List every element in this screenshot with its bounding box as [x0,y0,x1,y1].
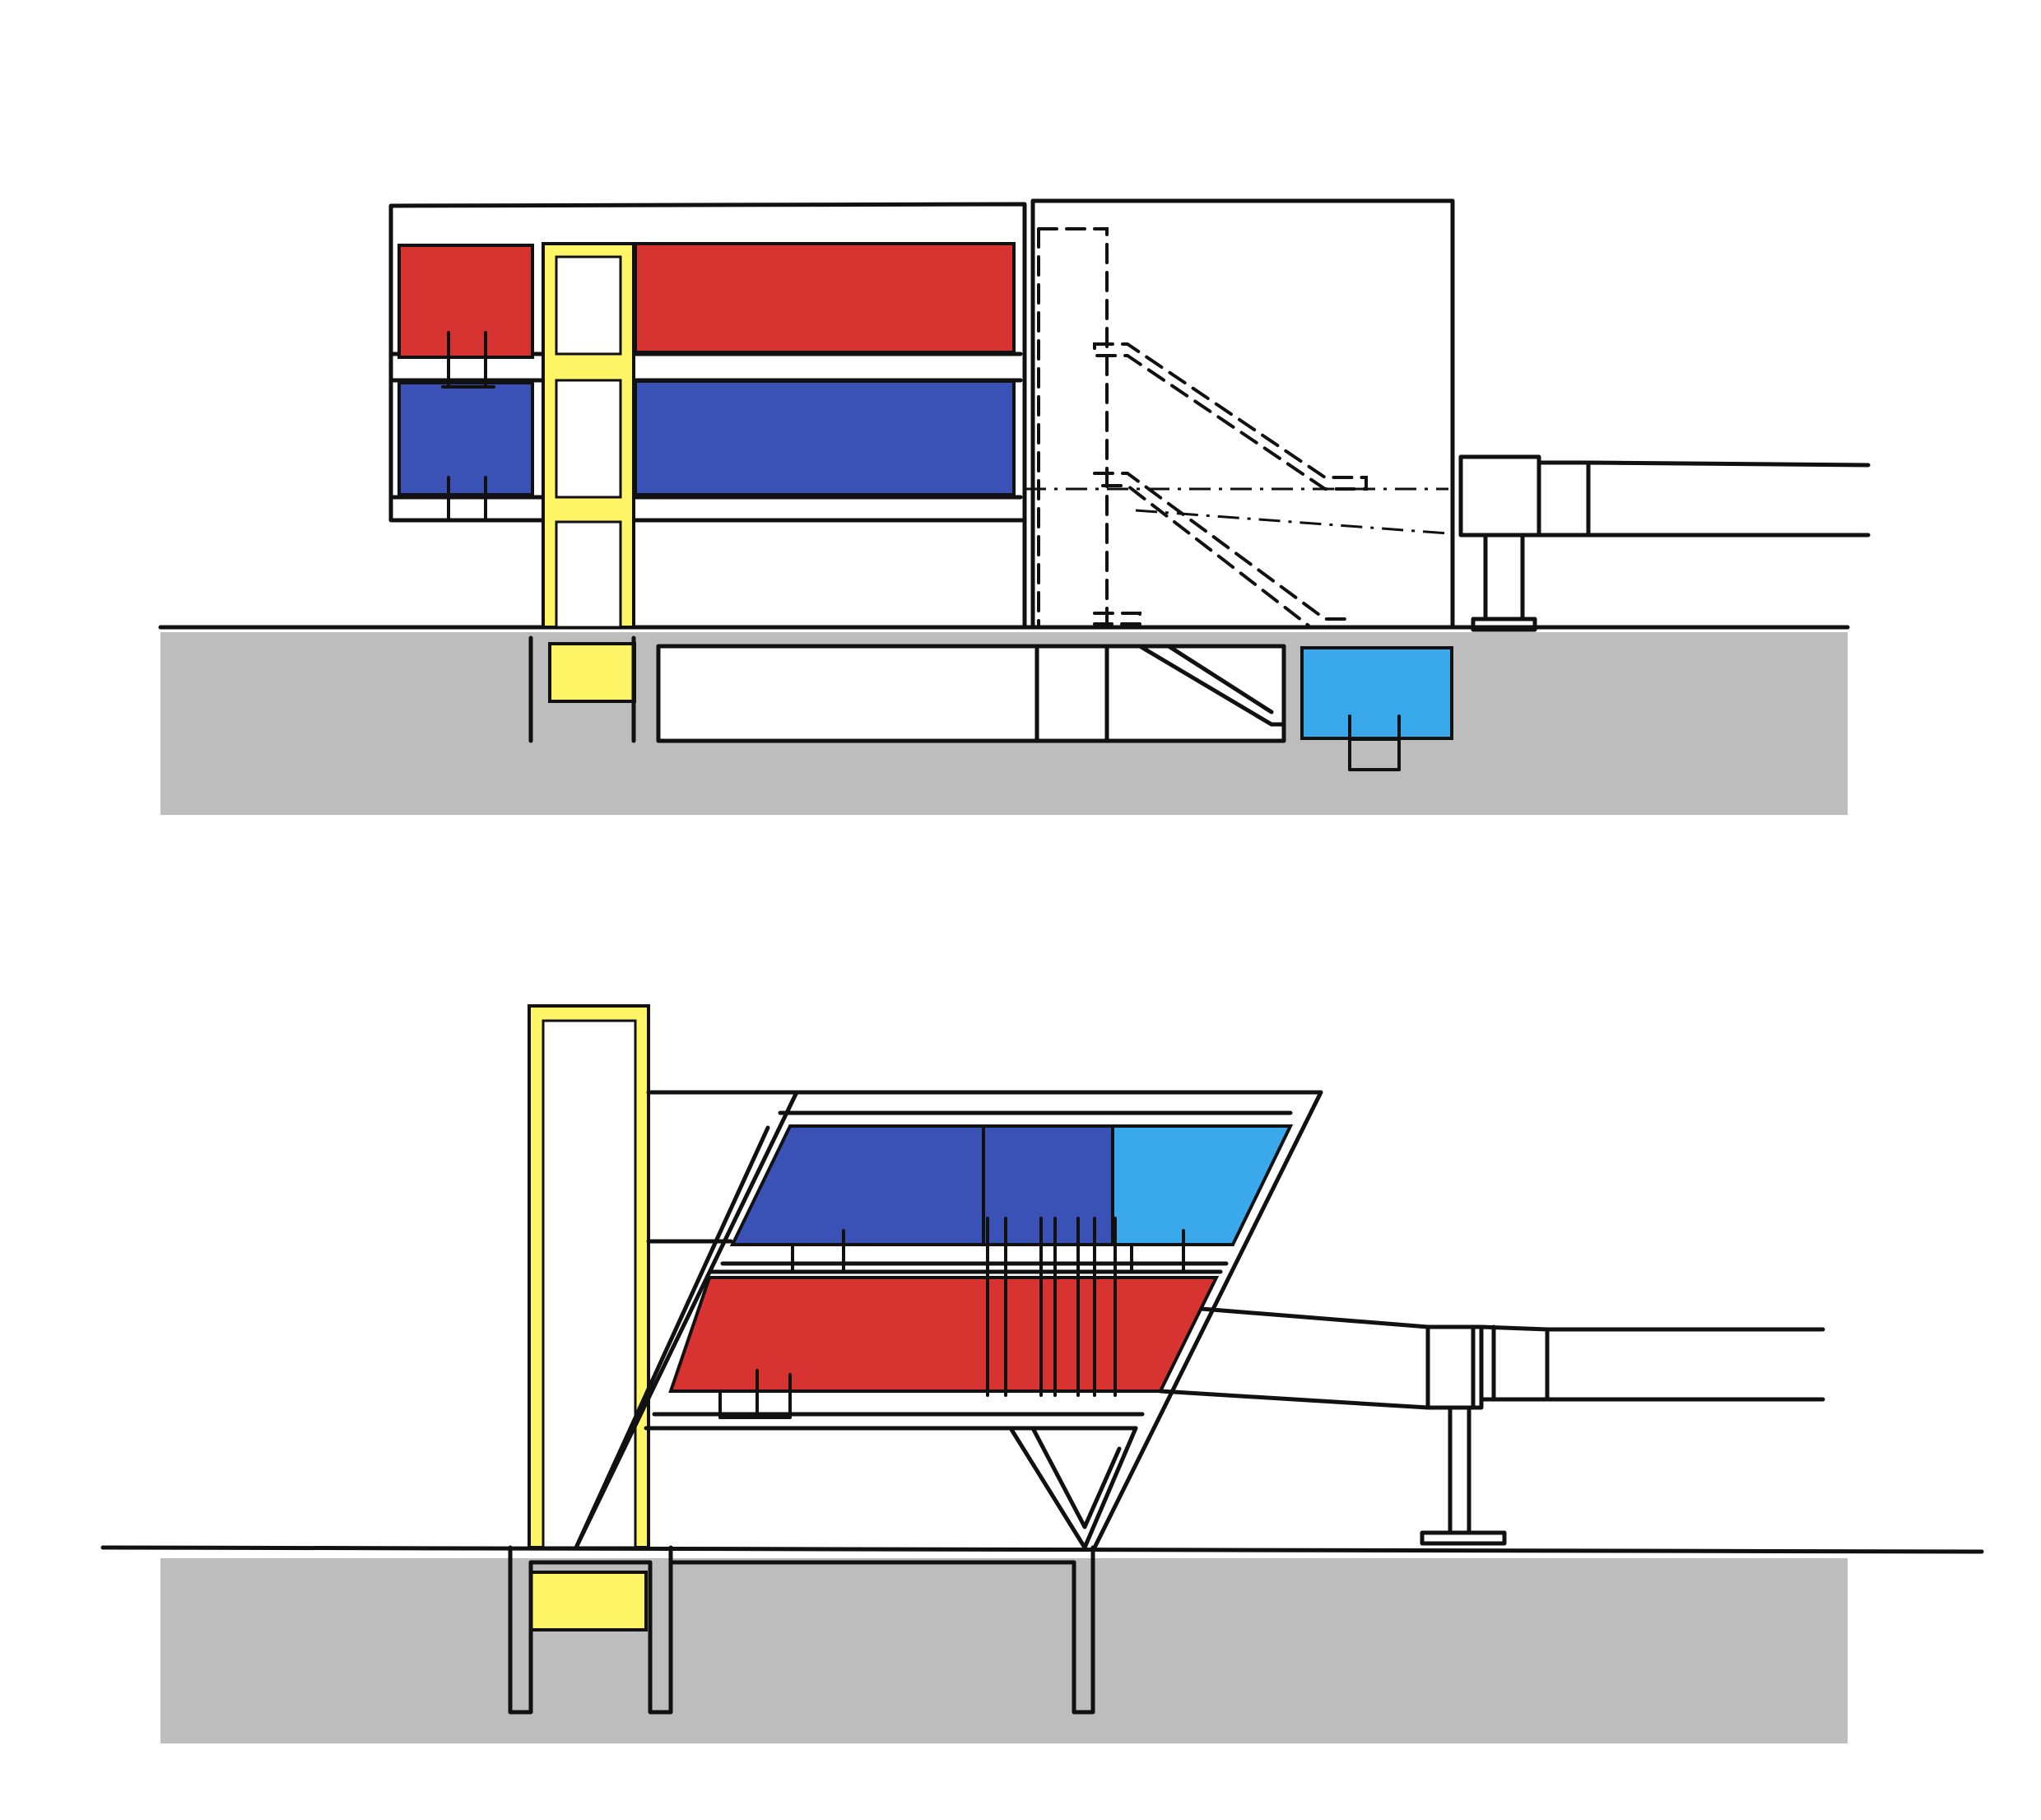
lower-v-support [1008,1426,1138,1550]
upper-red-room-left [398,244,534,359]
upper-dashed-stair-1 [1093,342,1368,491]
lower-slab-mid [709,1261,1229,1274]
upper-red-room-right [634,242,1016,354]
upper-blue-room-right [634,379,1016,496]
upper-basement-yellow [548,642,636,703]
lower-ground-line [100,1545,1984,1554]
upper-section [158,198,1871,815]
lower-risers [986,1217,1117,1397]
upper-bridge [1458,454,1871,538]
upper-furniture-ticks [441,331,495,520]
lower-upper-floor-light-blue [1111,1124,1294,1246]
lower-bridge-pier [1420,1405,1507,1546]
upper-dashdot-lines [1025,487,1449,535]
lower-bridge [1158,1306,1825,1410]
lower-section [100,1004,1984,1743]
lower-slab-bottom [644,1412,1145,1431]
lower-lower-floor-red [668,1276,1220,1393]
upper-yellow-shaft-inner-3 [555,520,622,629]
upper-basement-walls [528,635,636,743]
upper-yellow-shaft-inner [555,255,622,356]
upper-tower-outline [1030,198,1455,630]
upper-basement-stair [1034,644,1286,743]
upper-yellow-shaft-inner-2 [555,379,622,499]
upper-bridge-pier [1471,533,1537,632]
lower-yellow-tower-inner [542,1019,637,1549]
lower-lower-floor-ticks [718,1369,792,1419]
lower-building-shell [574,1090,1323,1550]
upper-blue-room-left [398,381,534,496]
lower-ground [160,1558,1848,1743]
upper-basement-blue-detail [1348,715,1401,771]
upper-dashed-core [1037,227,1109,629]
lower-basement-walls [508,1545,1095,1715]
upper-building-outline [388,202,1027,630]
lower-basement-yellow [529,1571,648,1631]
upper-dashed-stair-2 [1093,472,1351,627]
upper-basement-blue-room [1300,646,1453,740]
upper-dashed-landing [1093,612,1141,626]
upper-basement-room [656,644,1286,743]
